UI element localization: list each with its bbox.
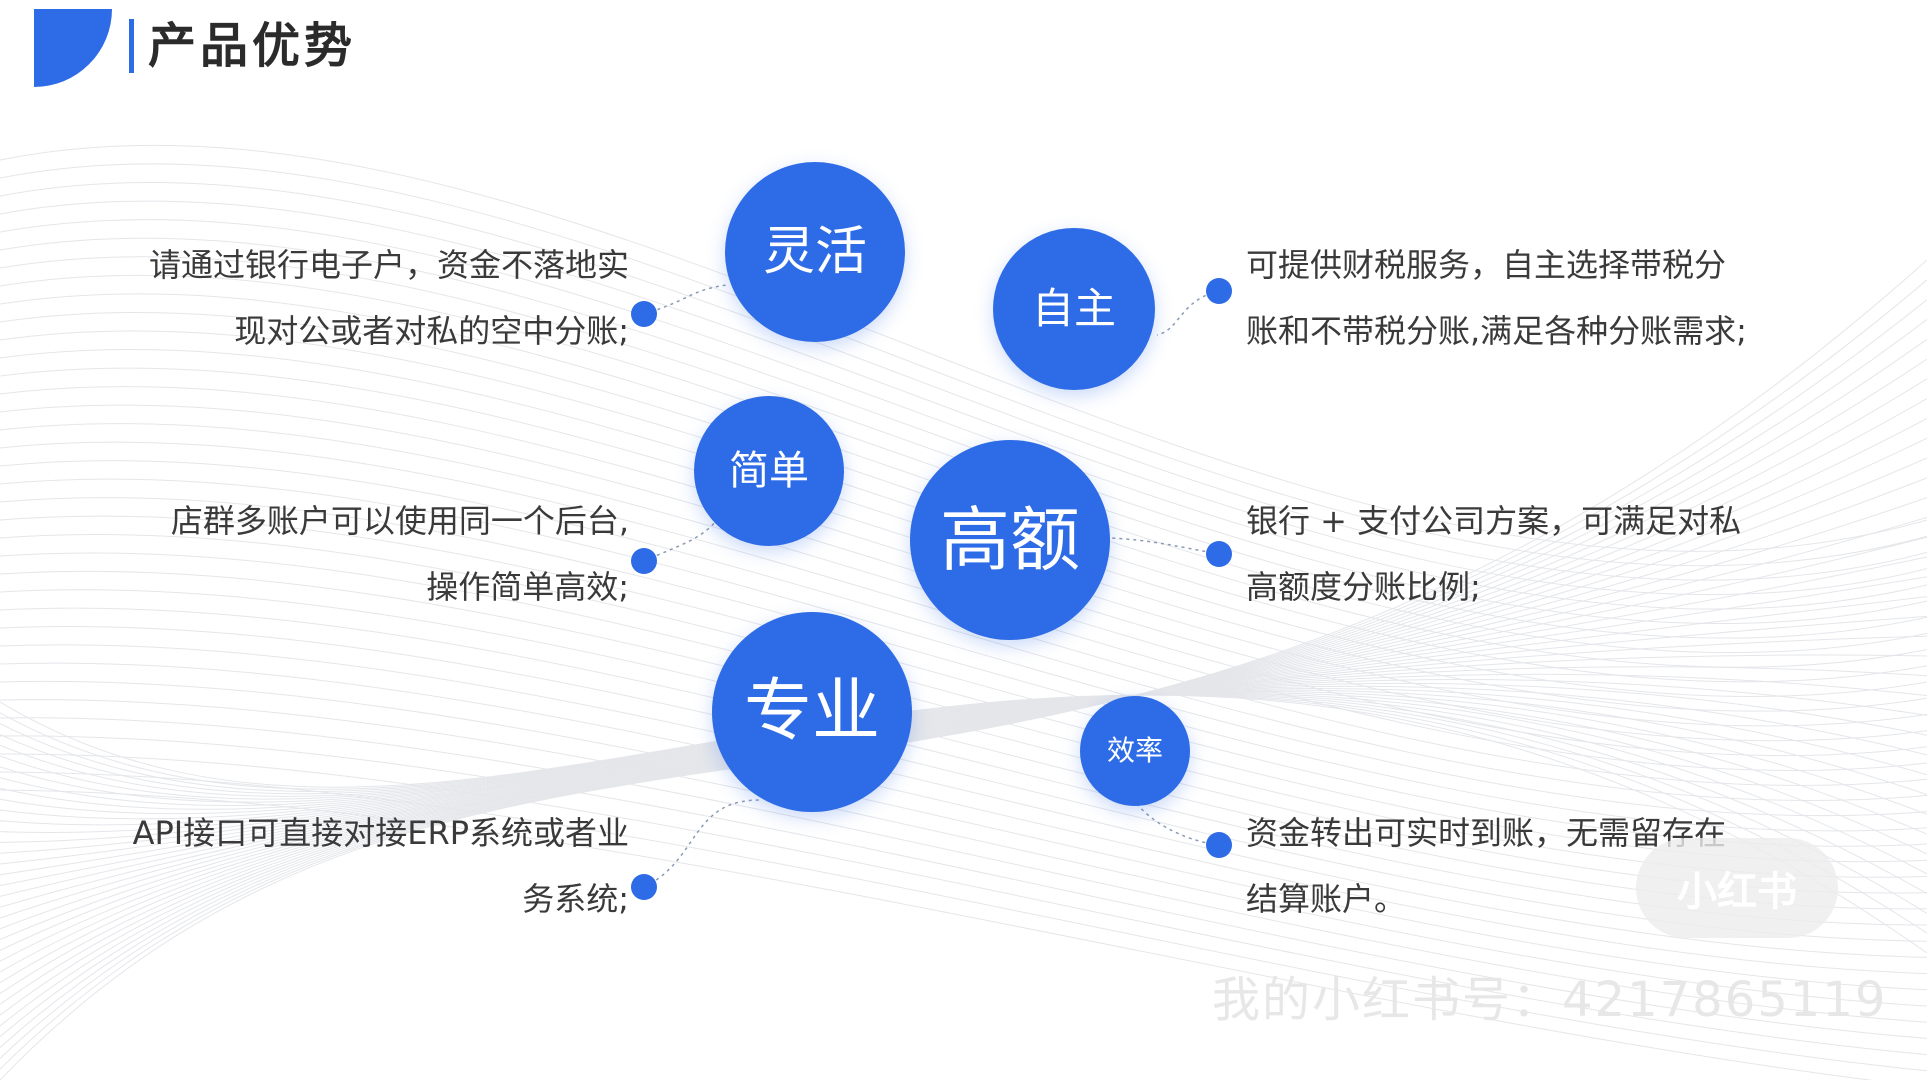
feature-label-flexible: 灵活	[762, 222, 867, 282]
bullet-dot-efficiency	[1206, 832, 1232, 858]
bullet-dot-high-limit	[1206, 541, 1232, 567]
feature-desc-autonomous: 可提供财税服务，自主选择带税分 账和不带税分账,满足各种分账需求;	[1246, 232, 1866, 364]
connector-professional	[643, 799, 761, 888]
feature-label-professional: 专业	[743, 672, 880, 751]
feature-circle-high-limit: 高额	[910, 440, 1110, 640]
desc-line: API接口可直接对接ERP系统或者业	[132, 814, 629, 852]
connector-efficiency	[1136, 803, 1220, 846]
desc-line: 银行 + 支付公司方案，可满足对私	[1246, 502, 1742, 540]
feature-desc-high-limit: 银行 + 支付公司方案，可满足对私 高额度分账比例;	[1246, 488, 1866, 620]
connector-autonomous	[1156, 290, 1220, 336]
feature-desc-professional: API接口可直接对接ERP系统或者业 务系统;	[128, 800, 629, 932]
feature-circle-autonomous: 自主	[993, 228, 1155, 390]
connector-flexible	[643, 284, 728, 315]
feature-label-high-limit: 高额	[940, 499, 1080, 581]
bullet-dot-professional	[631, 874, 657, 900]
watermark-logo: 小红书	[1636, 838, 1838, 938]
desc-line: 务系统;	[522, 880, 629, 918]
desc-line: 账和不带税分账,满足各种分账需求;	[1246, 312, 1747, 350]
desc-line: 结算账户。	[1246, 880, 1407, 918]
desc-line: 请通过银行电子户，资金不落地实	[148, 246, 629, 284]
feature-label-simple: 简单	[729, 448, 809, 494]
feature-desc-efficiency: 资金转出可实时到账，无需留存在 结算账户。	[1246, 800, 1866, 932]
bullet-dot-simple	[631, 548, 657, 574]
watermark-text: 我的小红书号：4217865119	[1212, 972, 1888, 1028]
bullet-dot-autonomous	[1206, 278, 1232, 304]
feature-circle-simple: 简单	[694, 396, 844, 546]
feature-circle-efficiency: 效率	[1080, 696, 1190, 806]
feature-desc-flexible: 请通过银行电子户，资金不落地实 现对公或者对私的空中分账;	[128, 232, 629, 364]
feature-desc-simple: 店群多账户可以使用同一个后台, 操作简单高效;	[128, 488, 629, 620]
feature-label-efficiency: 效率	[1106, 734, 1163, 767]
connector-high-limit	[1109, 537, 1220, 555]
feature-label-autonomous: 自主	[1031, 284, 1116, 333]
feature-circle-professional: 专业	[712, 612, 912, 812]
desc-line: 操作简单高效;	[426, 568, 629, 606]
bullet-dot-flexible	[631, 301, 657, 327]
feature-circle-flexible: 灵活	[725, 162, 905, 342]
page-title: 产品优势	[148, 18, 357, 74]
desc-line: 高额度分账比例;	[1246, 568, 1481, 606]
desc-line: 店群多账户可以使用同一个后台,	[170, 502, 629, 540]
title-accent-bar	[129, 19, 134, 73]
watermark-logo-text: 小红书	[1677, 869, 1797, 915]
desc-line: 资金转出可实时到账，无需留存在	[1246, 814, 1727, 852]
desc-line: 现对公或者对私的空中分账;	[234, 312, 629, 350]
desc-line: 可提供财税服务，自主选择带税分	[1246, 246, 1727, 284]
